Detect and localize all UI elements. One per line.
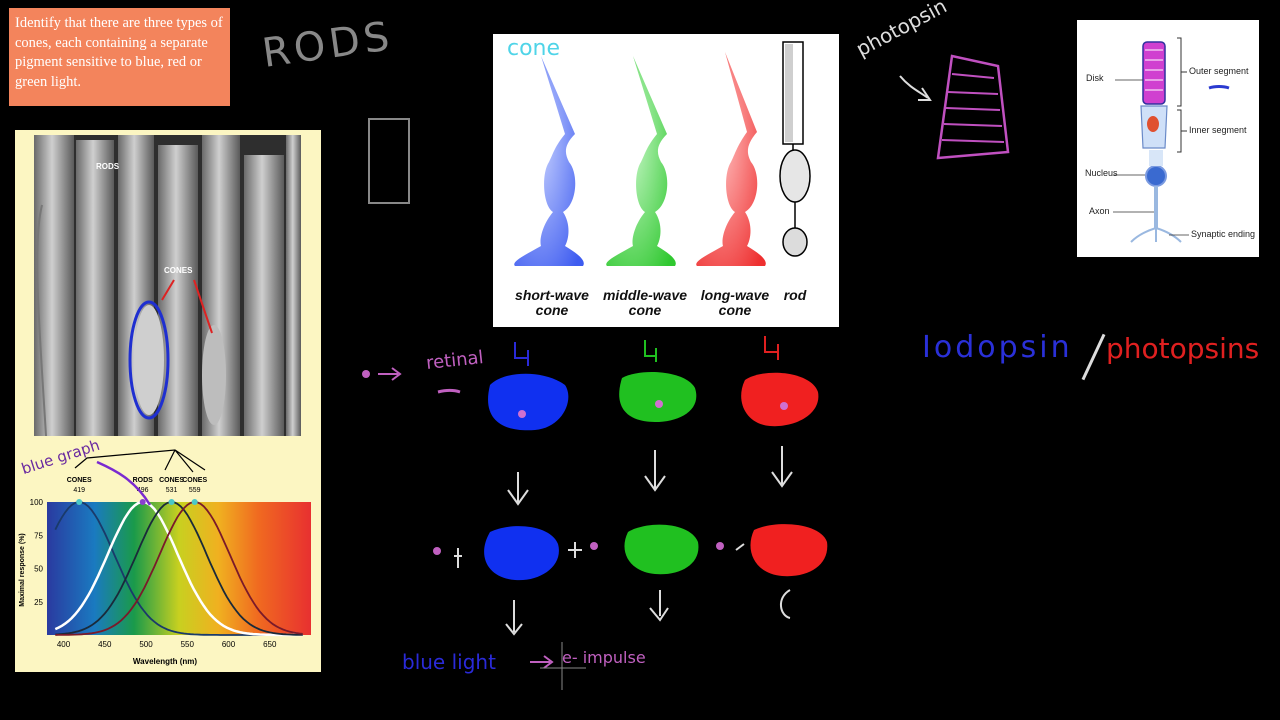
y-axis-label: Maximal response (%) — [19, 533, 26, 607]
plot-area — [47, 502, 311, 635]
caption-rod: rod — [783, 287, 807, 303]
handwritten-slash — [1081, 333, 1106, 381]
series-line-531 — [55, 501, 303, 636]
series-line-559 — [55, 501, 303, 636]
peak-label-value: 559 — [189, 487, 201, 494]
x-tick-label: 500 — [139, 640, 153, 649]
peak-label-value: 531 — [166, 487, 178, 494]
label-disk: Disk — [1086, 73, 1104, 83]
label-outer-segment: Outer segment — [1189, 66, 1249, 76]
photoreceptor-structure-diagram: Disk Outer segment Inner segment Nucleus… — [1077, 20, 1259, 257]
caption-short-wave: short-wave cone — [515, 287, 589, 319]
x-tick-label: 650 — [263, 640, 277, 649]
x-tick-label: 550 — [181, 640, 195, 649]
x-tick-label: 400 — [57, 640, 71, 649]
peak-label-name: CONES — [159, 477, 184, 484]
cone-types-diagram: cone short-wave cone middle-wave cone lo… — [493, 34, 839, 327]
handwritten-iodopsin: Iodopsin — [922, 330, 1073, 365]
label-nucleus: Nucleus — [1085, 168, 1118, 178]
peak-marker — [76, 499, 83, 505]
y-tick-label: 75 — [34, 531, 43, 540]
y-tick-label: 25 — [34, 598, 43, 607]
peak-marker — [139, 499, 146, 505]
caption-long-wave: long-wave cone — [700, 287, 770, 319]
label-inner-segment: Inner segment — [1189, 125, 1247, 135]
handwritten-cone: cone — [507, 36, 561, 61]
x-tick-label: 600 — [222, 640, 236, 649]
sem-label-cones: CONES — [164, 266, 193, 275]
y-tick-label: 100 — [30, 498, 44, 507]
handwritten-impulse: e- impulse — [562, 648, 646, 667]
label-synaptic-ending: Synaptic ending — [1191, 229, 1256, 239]
peak-label-name: RODS — [133, 477, 154, 484]
reaction-scheme — [362, 336, 828, 690]
handwritten-photopsins: photopsins — [1106, 332, 1260, 365]
x-axis-label: Wavelength (nm) — [133, 657, 197, 666]
peak-marker — [168, 499, 175, 505]
series-line-496 — [54, 500, 303, 637]
handwritten-blue-light: blue light — [402, 650, 496, 674]
peak-label-value: 419 — [73, 487, 85, 494]
photopsin-disk-sketch — [899, 54, 1010, 160]
peak-marker — [191, 499, 198, 505]
label-axon: Axon — [1089, 206, 1110, 216]
peak-label-value: 496 — [137, 487, 149, 494]
x-tick-label: 450 — [98, 640, 112, 649]
handwritten-rods: RODS — [259, 13, 397, 77]
spectral-sensitivity-chart: 400 450 500 550 600 650 25 50 75 100 CONES 419 RODS… — [19, 449, 311, 666]
peak-label-name: CONES — [182, 477, 207, 484]
sem-label-rods: RODS — [96, 162, 120, 171]
objective-note: Identify that there are three types of c… — [9, 8, 230, 106]
sem-photoreceptor-image — [34, 135, 301, 436]
peak-label-name: CONES — [67, 477, 92, 484]
handwritten-rod-box — [368, 118, 410, 204]
caption-middle-wave: middle-wave cone — [602, 287, 688, 319]
y-tick-label: 50 — [34, 565, 43, 574]
